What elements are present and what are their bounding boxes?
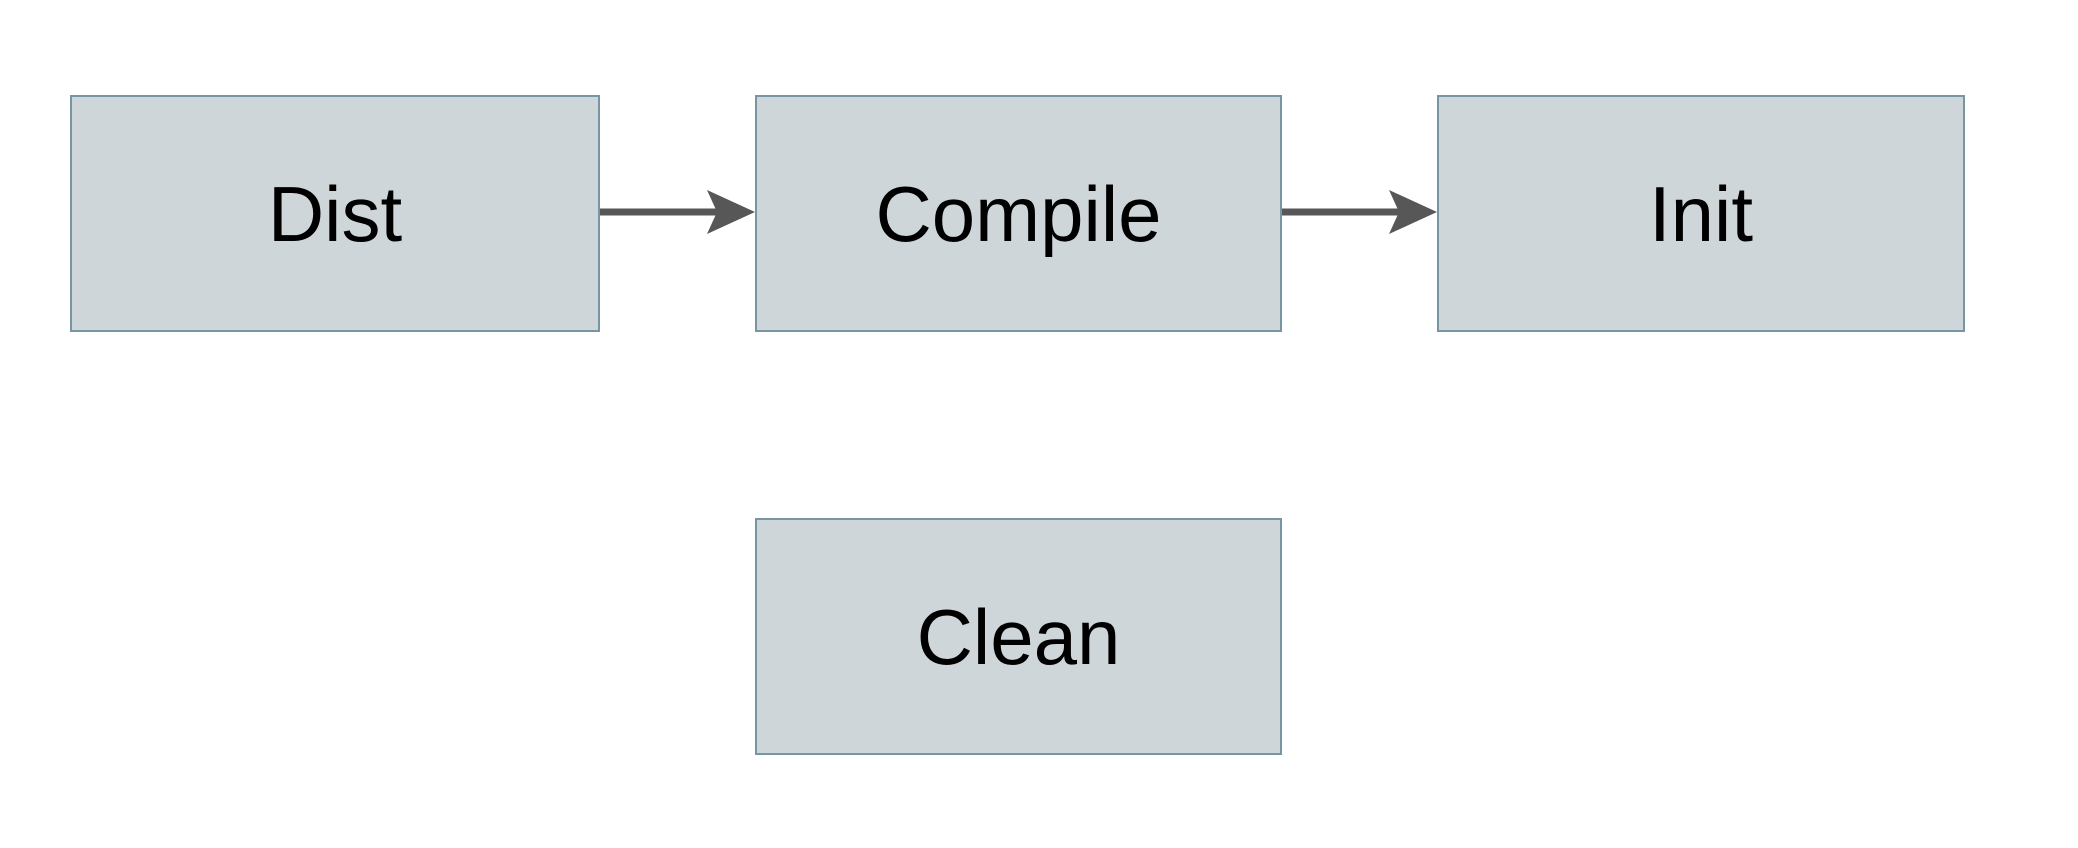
node-compile[interactable]: Compile: [755, 95, 1282, 332]
node-init-label: Init: [1648, 169, 1754, 258]
edge-compile-to-init[interactable]: [1282, 190, 1437, 234]
node-clean[interactable]: Clean: [755, 518, 1282, 755]
edge-dist-to-compile[interactable]: [600, 190, 755, 234]
edge-compile-to-init-arrowhead: [1389, 190, 1437, 234]
node-dist-label: Dist: [267, 169, 403, 258]
node-dist[interactable]: Dist: [70, 95, 600, 332]
node-compile-label: Compile: [875, 169, 1162, 258]
node-init[interactable]: Init: [1437, 95, 1965, 332]
edge-dist-to-compile-arrowhead: [707, 190, 755, 234]
node-clean-label: Clean: [916, 592, 1121, 681]
